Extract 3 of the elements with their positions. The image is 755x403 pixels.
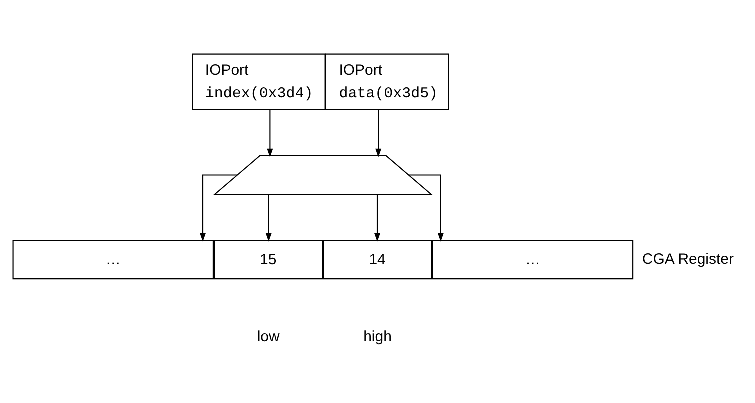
node-label: high bbox=[364, 328, 392, 345]
node-label: low bbox=[257, 328, 280, 345]
label: CGA Register bbox=[642, 250, 734, 268]
